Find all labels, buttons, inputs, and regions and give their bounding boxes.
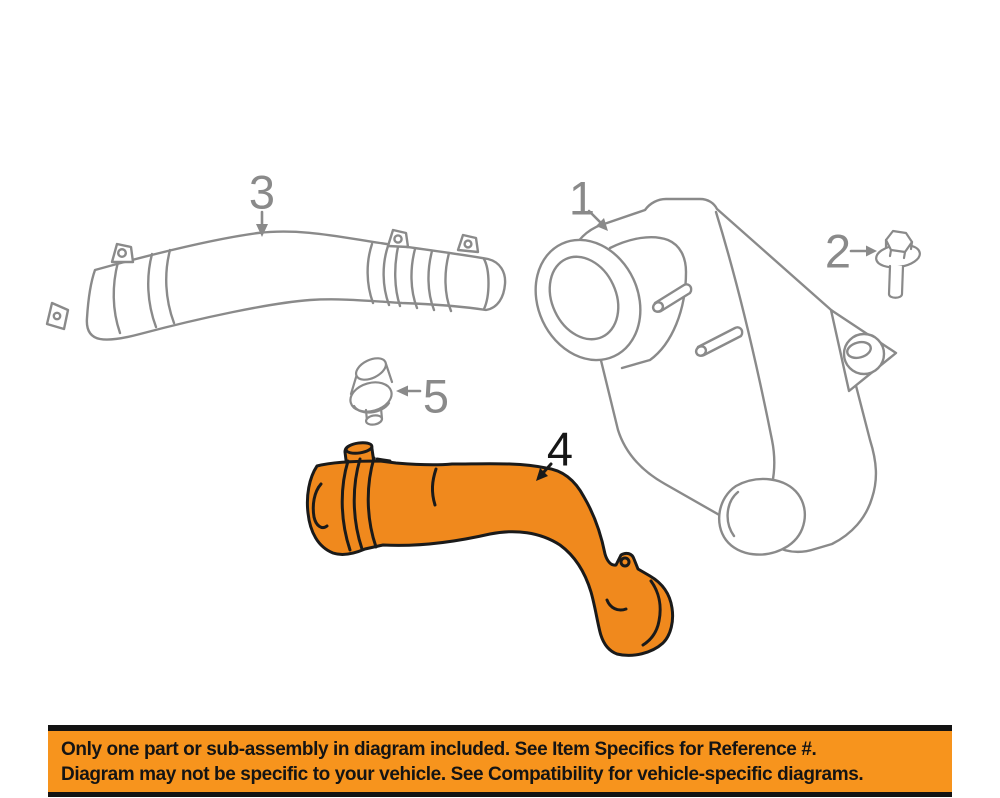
arrow-3: [256, 210, 268, 237]
part-1-intercooler: [534, 197, 898, 556]
callout-label-4: 4: [546, 422, 574, 476]
callout-label-2: 2: [824, 224, 852, 278]
callout-label-1: 1: [568, 171, 596, 225]
callout-label-5: 5: [422, 369, 450, 423]
part-3-tube: [45, 228, 507, 341]
part-2-bolt: [875, 229, 921, 299]
callout-arrows: [256, 209, 877, 481]
disclaimer-line-1: Only one part or sub-assembly in diagram…: [61, 739, 817, 760]
callout-label-3: 3: [248, 165, 276, 219]
part-4-hose-highlighted: [305, 441, 675, 657]
arrow-1: [587, 209, 608, 231]
arrow-4: [536, 462, 553, 481]
disclaimer-banner: Only one part or sub-assembly in diagram…: [48, 725, 952, 797]
part-5-sensor: [349, 357, 394, 426]
arrow-2: [849, 245, 877, 257]
arrow-5: [396, 385, 422, 397]
disclaimer-line-2: Diagram may not be specific to your vehi…: [61, 764, 864, 785]
